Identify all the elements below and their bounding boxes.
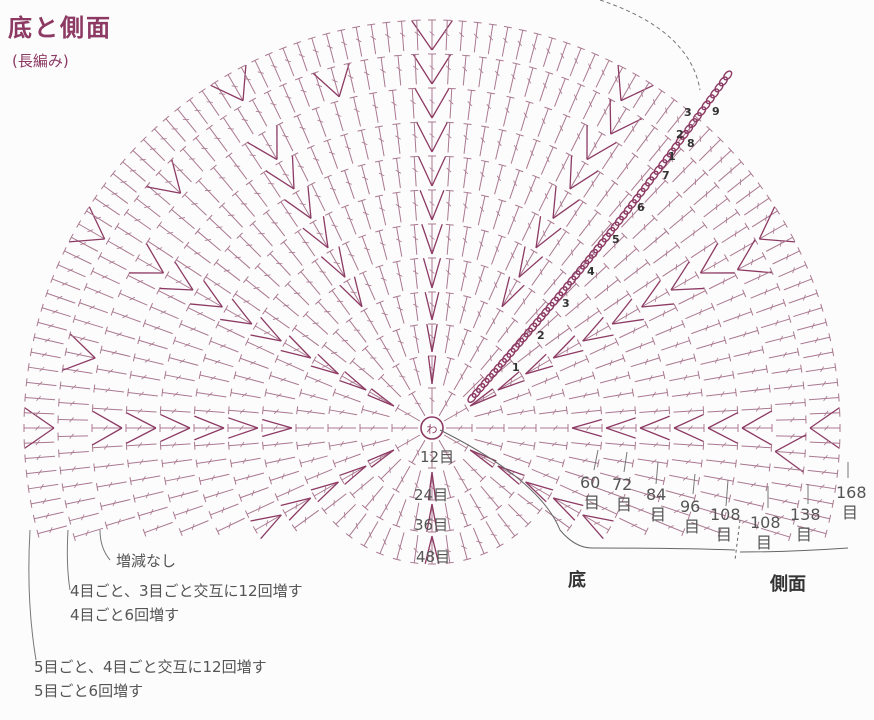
- side-section-label: 側面: [769, 573, 806, 595]
- outer-round-unit: 目: [796, 525, 812, 544]
- chain-number: 1: [512, 361, 520, 374]
- outer-round-unit: 目: [616, 495, 632, 514]
- note-inc-4-3-12: 4目ごと、3目ごと交互に12回増す: [70, 582, 303, 600]
- outer-round-unit: 目: [756, 533, 772, 552]
- chain-number: 2: [537, 329, 545, 342]
- center-ring-label: わ: [427, 423, 438, 436]
- note-no-change: 増減なし: [116, 552, 176, 570]
- outer-round-unit: 目: [584, 493, 600, 512]
- chain-number: 5: [612, 233, 620, 246]
- note-inc-4-6: 4目ごと6回増す: [70, 606, 179, 624]
- chain-number: 6: [637, 201, 645, 214]
- outer-round-count: 108: [750, 513, 781, 532]
- outer-round-unit: 目: [842, 503, 858, 522]
- outer-round-unit: 目: [650, 505, 666, 524]
- chain-number: 3: [562, 297, 570, 310]
- outer-round-count: 138: [790, 505, 821, 524]
- bottom-bracket: [439, 429, 736, 551]
- diagram-title: 底と側面: [8, 14, 112, 42]
- outer-round-count: 84: [646, 485, 666, 504]
- round-label-36: 36目: [414, 516, 448, 534]
- outer-round-count: 96: [680, 497, 700, 516]
- side-chain-number: 1: [668, 150, 676, 163]
- outer-round-count: 60: [580, 473, 600, 492]
- diagram-subtitle: (長編み): [12, 52, 69, 70]
- round-label-24: 24目: [414, 486, 448, 504]
- bottom-section-label: 底: [568, 569, 586, 591]
- round-label-12: 12目: [420, 448, 454, 466]
- chain-number: 9: [712, 105, 720, 118]
- outer-round-count: 108: [710, 505, 741, 524]
- side-chain-number: 2: [676, 128, 684, 141]
- center-ring: [420, 416, 444, 440]
- note-inc-5-4-12: 5目ごと、4目ごと交互に12回増す: [34, 658, 267, 676]
- outer-round-unit: 目: [716, 525, 732, 544]
- stitch-layer: [23, 19, 841, 565]
- chain-number: 8: [687, 137, 695, 150]
- chain-number: 7: [662, 169, 670, 182]
- outer-round-unit: 目: [684, 517, 700, 536]
- round-label-48: 48目: [416, 548, 450, 566]
- outer-round-count: 72: [612, 475, 632, 494]
- outer-round-count: 168: [836, 483, 867, 502]
- chain-number: 4: [587, 265, 595, 278]
- note-inc-5-6: 5目ごと6回増す: [34, 682, 143, 700]
- side-chain-number: 3: [684, 106, 692, 119]
- side-bracket: [739, 547, 849, 553]
